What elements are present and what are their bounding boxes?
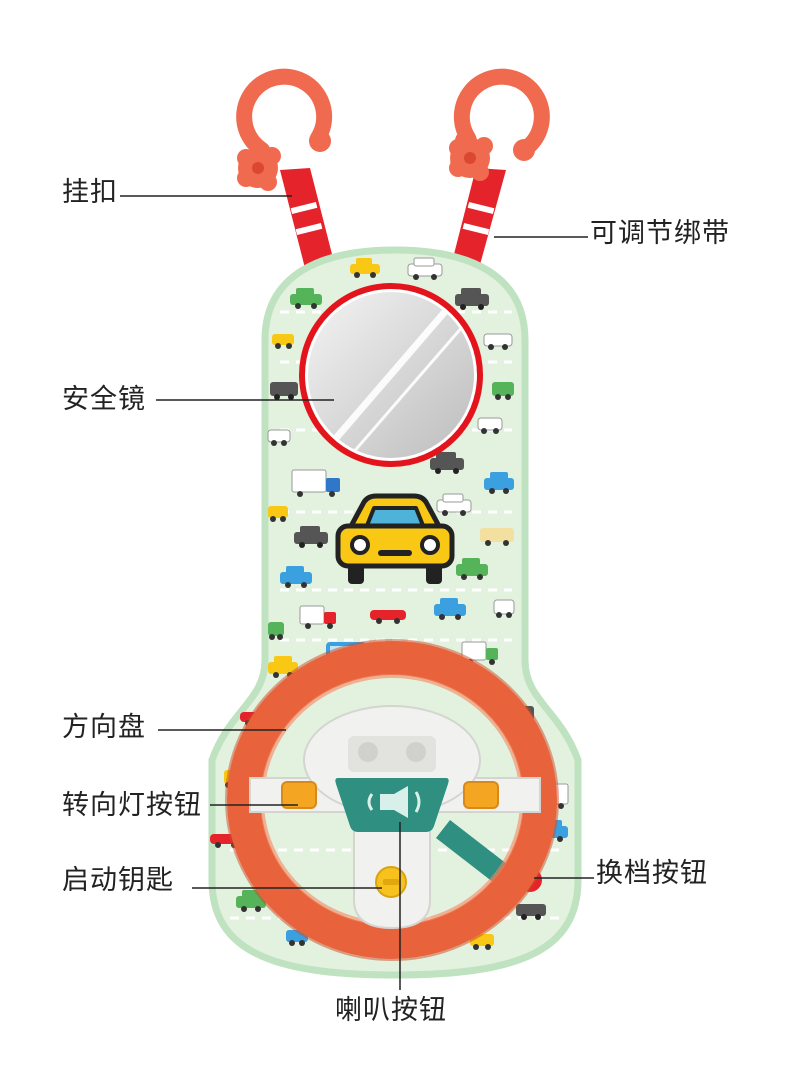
- turn-signal-button-right: [463, 781, 499, 809]
- horn-icon: [367, 786, 421, 818]
- ignition-key: [375, 866, 407, 898]
- label-hook: 挂扣: [62, 177, 118, 208]
- label-ignition-key: 启动钥匙: [62, 865, 174, 896]
- horn-button: [335, 778, 449, 832]
- label-adjustable-strap: 可调节绑带: [590, 218, 730, 249]
- label-horn-button: 喇叭按钮: [335, 995, 447, 1026]
- turn-signal-button-left: [281, 781, 317, 809]
- label-gear-shift-button: 换档按钮: [596, 858, 708, 889]
- label-steering-wheel: 方向盘: [62, 712, 146, 743]
- label-safety-mirror: 安全镜: [62, 384, 146, 415]
- yellow-car-icon: [335, 493, 455, 584]
- adjustable-strap-right: [452, 168, 506, 272]
- hook-left: [236, 68, 333, 191]
- adjustable-strap-left: [280, 168, 334, 272]
- label-turn-signal-button: 转向灯按钮: [62, 790, 202, 821]
- hook-right: [449, 68, 550, 181]
- leader-lines: [120, 195, 594, 990]
